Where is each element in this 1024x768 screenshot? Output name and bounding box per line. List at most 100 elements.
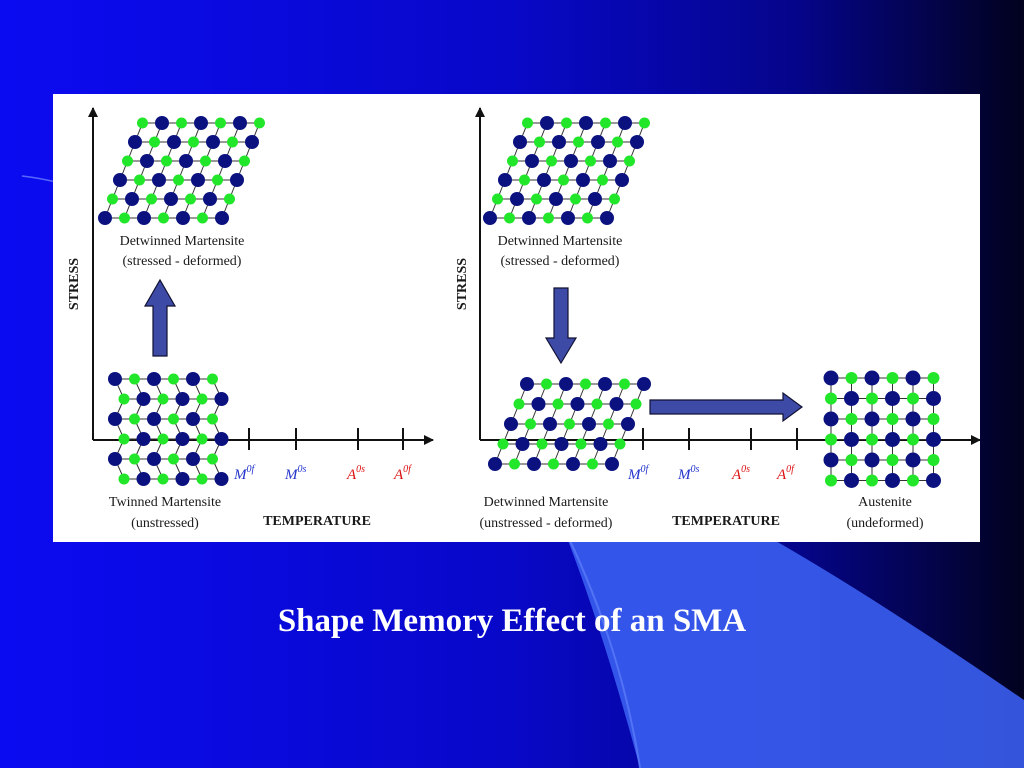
- atom-green: [509, 458, 520, 470]
- atom-green: [168, 373, 179, 385]
- right-tick-label-ms: M0s: [677, 464, 700, 483]
- atom-dark: [520, 377, 534, 391]
- atom-dark: [823, 411, 839, 427]
- atom-green: [134, 174, 145, 186]
- atom-dark: [564, 154, 578, 168]
- atom-dark: [525, 154, 539, 168]
- atom-green: [522, 117, 533, 129]
- atom-green: [587, 458, 598, 470]
- atom-dark: [215, 211, 229, 225]
- atom-dark: [905, 411, 921, 427]
- right-top-state-line2: (stressed - deformed): [501, 254, 620, 269]
- right-bottom-state-line2: (unstressed - deformed): [480, 516, 613, 531]
- atom-green: [543, 212, 554, 224]
- atom-dark: [926, 432, 941, 447]
- atom-green: [907, 433, 919, 446]
- atom-green: [196, 433, 208, 445]
- atom-green: [157, 433, 169, 445]
- atom-green: [927, 454, 940, 466]
- atom-dark: [137, 211, 151, 225]
- atom-green: [118, 393, 130, 405]
- atom-dark: [561, 211, 575, 225]
- atom-green: [630, 398, 642, 410]
- atom-dark: [186, 452, 200, 466]
- atom-green: [603, 418, 614, 430]
- atom-dark: [531, 397, 546, 411]
- atom-dark: [593, 437, 608, 451]
- atom-dark: [483, 211, 497, 225]
- atom-green: [536, 438, 548, 450]
- atom-green: [927, 372, 940, 384]
- atom-green: [561, 117, 572, 129]
- atom-dark: [637, 377, 651, 391]
- atom-dark: [600, 211, 614, 225]
- atom-dark: [164, 192, 178, 206]
- atom-dark: [576, 173, 590, 187]
- atom-dark: [864, 452, 880, 468]
- right-tick-label-mf: M0f: [627, 464, 650, 483]
- atom-green: [197, 212, 208, 224]
- atom-green: [224, 193, 235, 205]
- atom-dark: [615, 173, 629, 187]
- atom-green: [497, 438, 509, 450]
- atom-dark: [579, 116, 593, 130]
- atom-dark: [147, 452, 161, 466]
- diagram-panel: STRESS TEMPERATURE M0f M0s A0s A0f Detwi…: [53, 94, 980, 542]
- atom-dark: [510, 192, 524, 206]
- atom-green: [129, 413, 140, 425]
- atom-dark: [136, 392, 151, 406]
- atom-dark: [537, 173, 551, 187]
- atom-dark: [864, 370, 880, 386]
- atom-green: [845, 372, 858, 384]
- shape-memory-diagram: STRESS TEMPERATURE M0f M0s A0s A0f Detwi…: [67, 107, 980, 531]
- atom-dark: [167, 135, 181, 149]
- atom-green: [866, 474, 878, 487]
- right-heating-arrow: [649, 391, 804, 423]
- atom-green: [129, 373, 140, 385]
- atom-green: [886, 413, 899, 425]
- atom-dark: [136, 432, 151, 446]
- atom-green: [582, 212, 593, 224]
- atom-dark: [498, 173, 512, 187]
- atom-dark: [504, 417, 518, 431]
- lattice-detwinned-stressed: [483, 116, 650, 225]
- right-graph: STRESS TEMPERATURE M0f M0s A0s A0f Detwi…: [455, 107, 980, 531]
- atom-green: [168, 413, 179, 425]
- atom-dark: [905, 452, 921, 468]
- lattice-twinned: [108, 372, 229, 486]
- left-up-arrow: [143, 278, 177, 357]
- atom-dark: [926, 391, 941, 406]
- atom-green: [188, 136, 199, 148]
- atom-dark: [844, 473, 859, 488]
- atom-green: [215, 117, 226, 129]
- atom-dark: [214, 432, 229, 446]
- atom-green: [612, 136, 623, 148]
- atom-green: [168, 453, 179, 465]
- atom-dark: [218, 154, 232, 168]
- left-graph: STRESS TEMPERATURE M0f M0s A0s A0f Detwi…: [67, 107, 434, 531]
- atom-green: [609, 193, 620, 205]
- atom-dark: [203, 192, 217, 206]
- atom-green: [149, 136, 160, 148]
- atom-green: [558, 174, 569, 186]
- atom-dark: [603, 154, 617, 168]
- left-tick-label-ms: M0s: [284, 464, 307, 483]
- atom-dark: [175, 472, 190, 486]
- end-state-line1: Austenite: [858, 495, 912, 510]
- atom-dark: [515, 437, 530, 451]
- atom-green: [825, 392, 837, 405]
- atom-dark: [230, 173, 244, 187]
- atom-green: [146, 193, 157, 205]
- right-down-arrow: [544, 287, 578, 365]
- left-x-axis-label: TEMPERATURE: [263, 514, 371, 529]
- atom-green: [207, 413, 218, 425]
- slide-caption: Shape Memory Effect of an SMA: [277, 603, 747, 639]
- atom-dark: [488, 457, 502, 471]
- atom-dark: [885, 473, 900, 488]
- atom-dark: [582, 417, 596, 431]
- atom-dark: [214, 472, 229, 486]
- atom-green: [239, 155, 250, 167]
- right-x-axis-label: TEMPERATURE: [672, 514, 780, 529]
- atom-green: [600, 117, 611, 129]
- atom-dark: [552, 135, 566, 149]
